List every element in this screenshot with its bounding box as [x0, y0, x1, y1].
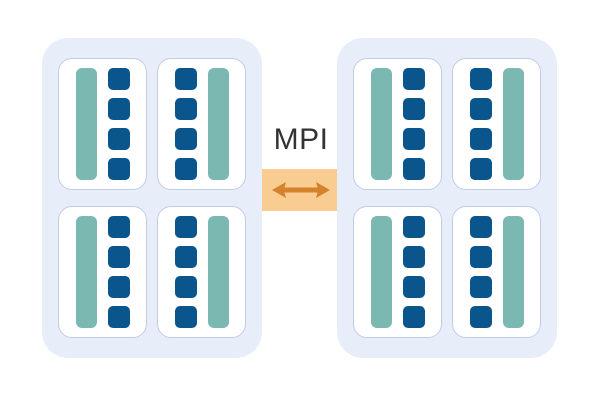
socket-card — [58, 58, 147, 190]
socket-card — [157, 58, 246, 190]
core-square — [107, 276, 130, 298]
core-square — [174, 158, 197, 180]
memory-bar — [75, 216, 97, 328]
core-square — [174, 246, 197, 268]
core-square — [469, 306, 492, 328]
core-column — [469, 216, 492, 328]
socket-card — [353, 206, 442, 338]
core-square — [107, 306, 130, 328]
socket-card — [452, 206, 541, 338]
core-square — [107, 128, 130, 150]
memory-bar — [207, 216, 229, 328]
core-square — [469, 246, 492, 268]
mpi-band — [262, 169, 340, 211]
core-square — [402, 216, 425, 238]
core-square — [107, 68, 130, 90]
core-square — [469, 68, 492, 90]
core-square — [402, 246, 425, 268]
memory-bar — [75, 68, 97, 180]
core-square — [469, 98, 492, 120]
core-square — [107, 98, 130, 120]
core-square — [107, 158, 130, 180]
core-column — [469, 68, 492, 180]
node-panel-left — [42, 38, 262, 358]
memory-bar — [502, 68, 524, 180]
core-square — [174, 128, 197, 150]
core-square — [107, 216, 130, 238]
core-square — [174, 306, 197, 328]
socket-card — [353, 58, 442, 190]
core-square — [402, 158, 425, 180]
core-column — [174, 68, 197, 180]
mpi-label: MPI — [273, 123, 329, 156]
core-column — [107, 216, 130, 328]
node-panel-right — [337, 38, 557, 358]
memory-bar — [502, 216, 524, 328]
core-square — [469, 158, 492, 180]
core-square — [402, 128, 425, 150]
core-square — [402, 306, 425, 328]
core-square — [469, 276, 492, 298]
core-square — [402, 276, 425, 298]
memory-bar — [370, 68, 392, 180]
memory-bar — [207, 68, 229, 180]
socket-card — [58, 206, 147, 338]
socket-card — [157, 206, 246, 338]
double-headed-arrow-icon — [270, 179, 332, 201]
core-square — [174, 98, 197, 120]
core-square — [469, 128, 492, 150]
socket-card — [452, 58, 541, 190]
core-square — [174, 216, 197, 238]
mpi-link-group: MPI — [262, 125, 340, 211]
core-square — [402, 68, 425, 90]
core-square — [107, 246, 130, 268]
core-square — [402, 98, 425, 120]
memory-bar — [370, 216, 392, 328]
core-square — [174, 68, 197, 90]
core-column — [107, 68, 130, 180]
core-column — [402, 68, 425, 180]
core-column — [402, 216, 425, 328]
core-square — [174, 276, 197, 298]
core-square — [469, 216, 492, 238]
core-column — [174, 216, 197, 328]
